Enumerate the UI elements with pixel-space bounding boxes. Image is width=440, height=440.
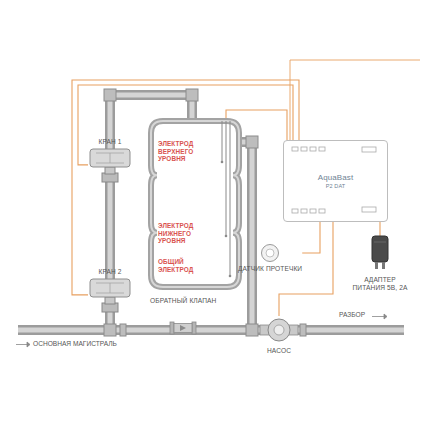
pump-drawing (256, 316, 302, 344)
adapter-drawing (365, 236, 395, 270)
pump-symbol: НАСОС (256, 316, 302, 355)
leak-sensor: ДАТЧИК ПРОТЕЧКИ (238, 243, 302, 273)
signal-wire (379, 222, 380, 236)
tank-shape: ЭЛЕКТРОД ВЕРХНЕГО УРОВНЯ ЭЛЕКТРОД НИЖНЕГО… (148, 118, 242, 290)
flow-label: РАЗБОР (338, 311, 366, 319)
electrode-label: ЭЛЕКТРОД ВЕРХНЕГО УРОВНЯ (158, 140, 218, 163)
check-valve: ОБРАТНЫЙ КЛАПАН (150, 297, 216, 336)
brand-name: AquaBast (318, 173, 354, 183)
valve-box: КРАН 1 (88, 138, 132, 182)
valve-box: КРАН 2 (88, 268, 132, 312)
power-adapter: АДАПТЕР ПИТАНИЯ 5В, 2А (345, 236, 415, 292)
controller-box: AquaBastP2 DAT (283, 140, 388, 222)
signal-wire (72, 80, 299, 295)
model-name: P2 DAT (326, 183, 345, 190)
electrode-label: ОБЩИЙ ЭЛЕКТРОД (158, 258, 218, 273)
check-valve-drawing (170, 320, 196, 336)
adapter-label: АДАПТЕР ПИТАНИЯ 5В, 2А (348, 276, 412, 292)
valve-drawing (88, 148, 132, 182)
sensor-drawing (260, 243, 280, 263)
valve-label: КРАН 2 (98, 268, 121, 276)
flow-label: ОСНОВНАЯ МАГИСТРАЛЬ (32, 340, 118, 348)
sensor-label: ДАТЧИК ПРОТЕЧКИ (238, 265, 302, 273)
valve-drawing (88, 278, 132, 312)
pump-label: НАСОС (267, 347, 291, 355)
electrode-label: ЭЛЕКТРОД НИЖНЕГО УРОВНЯ (158, 222, 218, 245)
signal-wire (302, 222, 320, 253)
valve-label: ОБРАТНЫЙ КЛАПАН (150, 297, 216, 305)
valve-label: КРАН 1 (98, 138, 121, 146)
